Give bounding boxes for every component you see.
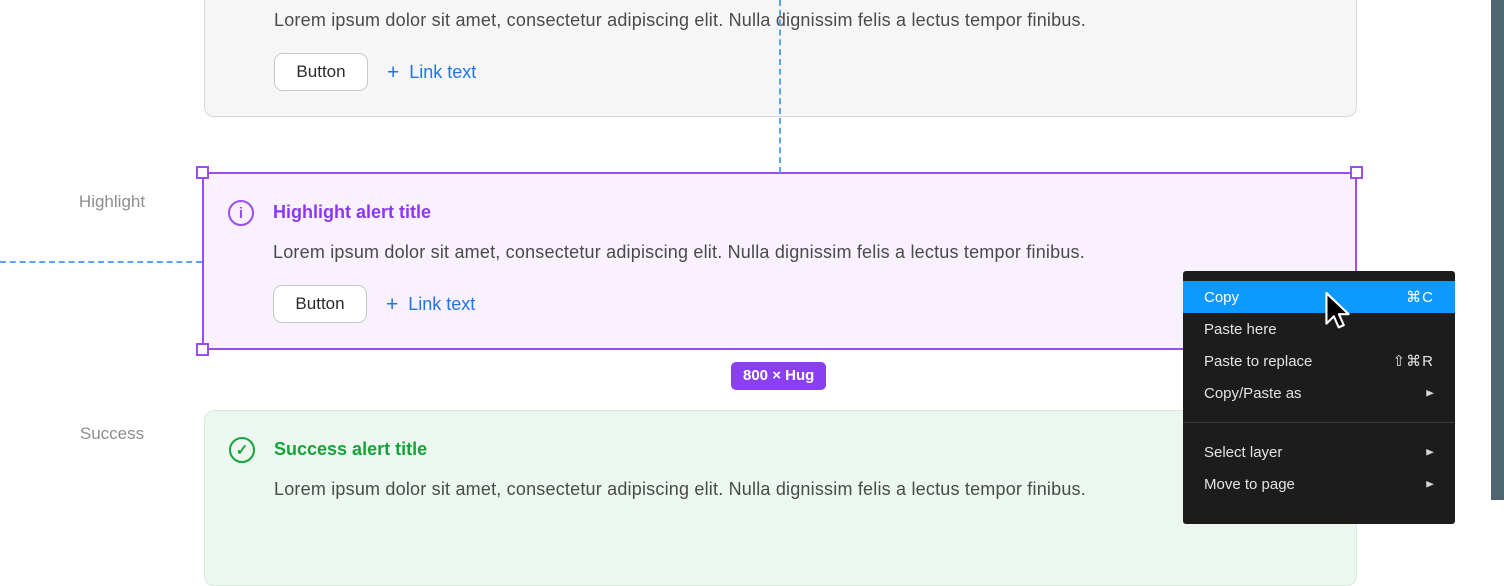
side-panel-edge [1491,0,1504,500]
alert-button[interactable]: Button [273,285,367,323]
submenu-arrow-icon: ▶ [1426,479,1434,489]
menu-item-shortcut: ⌘C [1406,289,1434,306]
alert-body-text: Lorem ipsum dolor sit amet, consectetur … [274,10,1086,30]
submenu-arrow-icon: ▶ [1426,447,1434,457]
alert-actions: Button + Link text [273,285,475,323]
menu-item-select-layer[interactable]: Select layer ▶ [1183,436,1455,468]
section-label-success: Success [79,424,145,443]
plus-icon: + [387,60,400,84]
submenu-arrow-icon: ▶ [1426,388,1434,398]
alert-link[interactable]: + Link text [387,62,476,83]
plus-icon: + [386,292,399,316]
menu-item-paste-to-replace[interactable]: Paste to replace ⇧⌘R [1183,345,1455,377]
alert-actions: Button + Link text [274,53,476,91]
menu-divider [1183,422,1455,423]
info-icon: i [228,200,254,226]
alert-button[interactable]: Button [274,53,368,91]
menu-item-copy-paste-as[interactable]: Copy/Paste as ▶ [1183,377,1455,409]
alert-title: Success alert title [274,439,428,459]
menu-item-copy[interactable]: Copy ⌘C [1183,281,1455,313]
vertical-alignment-guide [779,0,781,173]
context-menu: Copy ⌘C Paste here Paste to replace ⇧⌘R … [1183,271,1455,524]
menu-item-label: Select layer [1204,443,1283,461]
menu-item-move-to-page[interactable]: Move to page ▶ [1183,468,1455,500]
alert-card-highlight[interactable]: i Highlight alert title Lorem ipsum dolo… [204,174,1357,350]
horizontal-alignment-guide [0,261,202,263]
menu-item-label: Copy [1204,288,1240,306]
menu-item-shortcut: ⇧⌘R [1392,353,1434,370]
selection-size-badge: 800 × Hug [731,362,827,390]
section-label-highlight: Highlight [78,192,146,211]
alert-link-label: Link text [409,61,477,82]
menu-item-label: Paste here [1204,320,1277,338]
menu-item-label: Copy/Paste as [1204,384,1302,402]
alert-title: Highlight alert title [273,202,432,222]
menu-item-paste-here[interactable]: Paste here [1183,313,1455,345]
alert-link-label: Link text [408,293,476,314]
alert-link[interactable]: + Link text [386,294,475,315]
alert-body-text: Lorem ipsum dolor sit amet, consectetur … [273,242,1085,262]
menu-item-label: Move to page [1204,475,1295,493]
check-circle-icon: ✓ [229,437,255,463]
alert-body-text: Lorem ipsum dolor sit amet, consectetur … [274,479,1086,499]
menu-item-label: Paste to replace [1204,352,1313,370]
